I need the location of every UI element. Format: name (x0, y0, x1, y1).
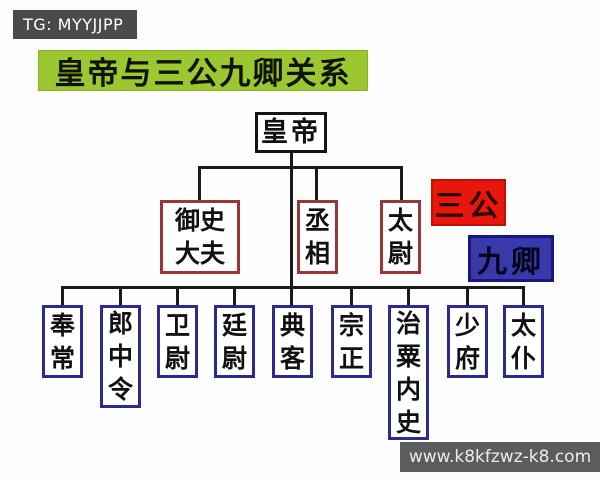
node-emperor: 皇帝 (255, 112, 327, 153)
connector-drop-zongzheng (350, 286, 353, 307)
node-zongzheng: 宗正 (331, 305, 372, 378)
diagram-title: 皇帝与三公九卿关系 (38, 50, 368, 92)
node-langzhongling: 郎中令 (100, 305, 141, 408)
connector-drop-chengxiang (315, 166, 318, 202)
connector-drop-weiwei (176, 286, 179, 307)
telegram-watermark-badge: TG: MYYJJPP (13, 10, 137, 39)
connector-drop-taipu (522, 286, 525, 307)
connector-drop-zhisuneishi (407, 286, 410, 307)
sangong-badge: 三公 (431, 179, 506, 226)
connector-sangong-rail (198, 166, 403, 169)
node-chengxiang: 丞相 (297, 200, 338, 274)
node-zhisuneishi: 治粟内史 (388, 305, 429, 440)
connector-drop-taiwei (400, 166, 403, 202)
site-watermark: www.k8kfzwz-k8.com (400, 442, 600, 472)
node-weiwei: 卫尉 (157, 305, 198, 378)
connector-drop-tingwei (233, 286, 236, 307)
connector-drop-langzhongling (119, 286, 122, 307)
node-yushidafu: 御史大夫 (160, 200, 240, 274)
node-tingwei: 廷尉 (214, 305, 255, 378)
node-taipu: 太仆 (503, 305, 544, 378)
connector-drop-shaofu (466, 286, 469, 307)
connector-drop-yushidafu (198, 166, 201, 202)
connector-drop-dianke (290, 286, 293, 307)
node-dianke: 典客 (272, 305, 313, 378)
connector-jiuqing-rail (61, 286, 525, 289)
node-shaofu: 少府 (447, 305, 488, 378)
node-fengchang: 奉常 (42, 305, 83, 378)
connector-emperor-trunk (290, 151, 293, 289)
connector-drop-fengchang (61, 286, 64, 307)
jiuqing-badge: 九卿 (468, 235, 554, 282)
node-taiwei: 太尉 (380, 200, 421, 274)
